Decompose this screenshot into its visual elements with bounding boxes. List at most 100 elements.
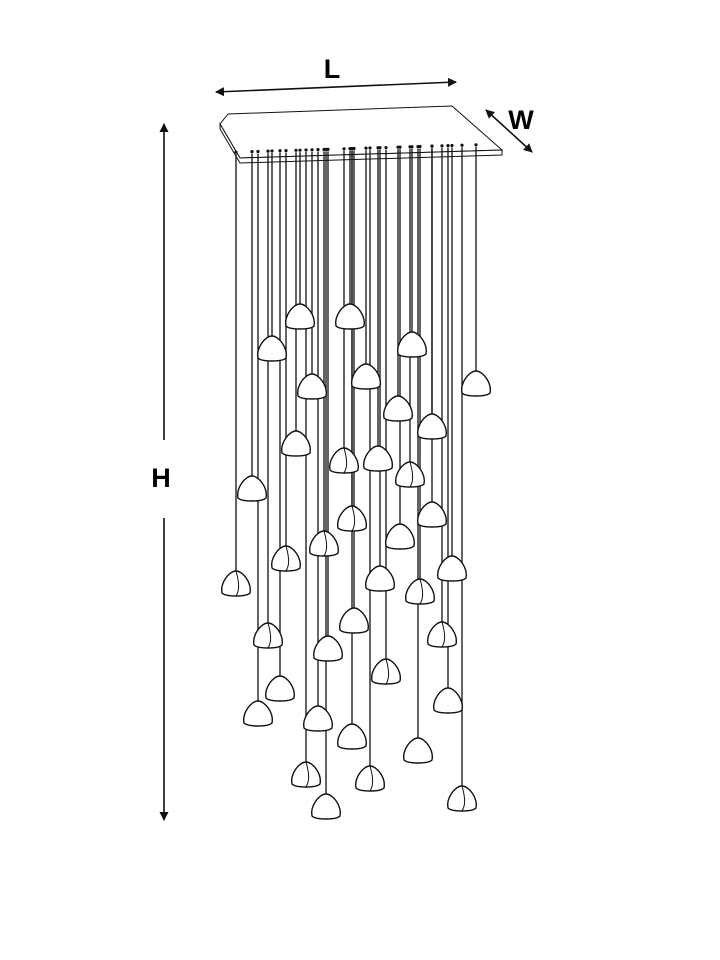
pendant-shade (351, 363, 381, 390)
pendant-light (303, 705, 333, 732)
pendant-light (335, 303, 365, 330)
pendant-light (265, 675, 295, 702)
cable-anchor (250, 150, 254, 154)
cable-anchor (278, 149, 282, 153)
pendant-light (257, 335, 287, 362)
pendant-shade (365, 565, 395, 592)
cable-anchor (342, 147, 346, 151)
length-label: L (324, 54, 341, 84)
pendant-shade (447, 785, 477, 812)
pendant-shade (281, 430, 311, 457)
pendant-shade (363, 445, 393, 472)
pendant-shade (237, 475, 267, 502)
cable-anchor (440, 144, 444, 148)
pendant-shade (271, 545, 301, 572)
height-dimension: H (151, 123, 171, 821)
pendant-light (243, 700, 273, 727)
width-label: W (508, 105, 534, 135)
pendant-light (329, 447, 359, 474)
pendant-seam (351, 505, 356, 532)
pendant-light (355, 765, 385, 792)
pendant-shade (265, 675, 295, 702)
length-dimension: L (215, 54, 457, 97)
pendant-shade (339, 607, 369, 634)
pendant-shade (221, 570, 251, 597)
cable-anchor (270, 149, 274, 153)
width-dimension: W (485, 105, 534, 153)
pendant-lights (221, 303, 491, 820)
pendant-light (337, 723, 367, 750)
pendant-seam (369, 765, 374, 792)
pendant-light (291, 761, 321, 788)
pendant-light (363, 445, 393, 472)
pendant-shade (309, 530, 339, 557)
cable-anchor (304, 148, 308, 152)
pendant-shade (337, 723, 367, 750)
pendant-light (395, 461, 425, 488)
pendant-light (221, 570, 251, 597)
pendant-shade (335, 303, 365, 330)
pendant-light (417, 501, 447, 528)
pendant-shade (385, 523, 415, 550)
cable-anchor (418, 144, 422, 149)
pendant-cables (234, 143, 478, 794)
canopy-plate-top (219, 105, 504, 159)
pendant-shade (297, 373, 327, 400)
pendant-seam (461, 785, 466, 812)
pendant-light (351, 363, 381, 390)
pendant-light (371, 658, 401, 685)
cable-anchor (474, 143, 478, 147)
canopy (219, 105, 504, 164)
pendant-seam (285, 545, 290, 572)
pendant-shade (257, 335, 287, 362)
pendant-shade (291, 761, 321, 788)
pendant-seam (385, 658, 390, 685)
pendant-seam (305, 761, 310, 788)
pendant-light (433, 687, 463, 714)
pendant-light (281, 430, 311, 457)
pendant-light (405, 578, 435, 605)
pendant-light (313, 635, 343, 662)
pendant-shade (461, 370, 491, 397)
pendant-shade (303, 705, 333, 732)
pendant-seam (235, 570, 240, 597)
pendant-seam (323, 530, 328, 557)
pendant-light (285, 303, 315, 330)
pendant-light (311, 793, 341, 820)
pendant-shade (427, 621, 457, 648)
pendant-shade (371, 658, 401, 685)
pendant-shade (313, 635, 343, 662)
pendant-light (337, 505, 367, 532)
pendant-shade (405, 578, 435, 605)
cable-anchor (378, 146, 382, 150)
length-arrow (215, 77, 457, 97)
pendant-shade (403, 737, 433, 764)
width-arrow (485, 109, 533, 153)
pendant-light (385, 523, 415, 550)
pendant-shade (285, 303, 315, 330)
pendant-shade (397, 331, 427, 358)
cable-anchor (352, 146, 356, 151)
cable-anchor (364, 146, 368, 150)
cable-anchor (430, 144, 434, 148)
pendant-seam (409, 461, 414, 488)
pendant-light (253, 622, 283, 649)
pendant-light (309, 530, 339, 557)
cable-anchor (234, 150, 238, 154)
pendant-shade (311, 793, 341, 820)
pendant-light (397, 331, 427, 358)
pendant-light (383, 395, 413, 422)
cable-anchor (460, 143, 464, 147)
pendant-seam (441, 621, 446, 648)
pendant-seam (419, 578, 424, 605)
pendant-light (365, 565, 395, 592)
pendant-light (447, 785, 477, 812)
pendant-light (237, 475, 267, 502)
pendant-light (297, 373, 327, 400)
pendant-shade (433, 687, 463, 714)
pendant-shade (417, 413, 447, 440)
cable-anchor (450, 143, 454, 148)
pendant-shade (383, 395, 413, 422)
cable-anchor (266, 149, 270, 153)
pendant-seam (267, 622, 272, 649)
